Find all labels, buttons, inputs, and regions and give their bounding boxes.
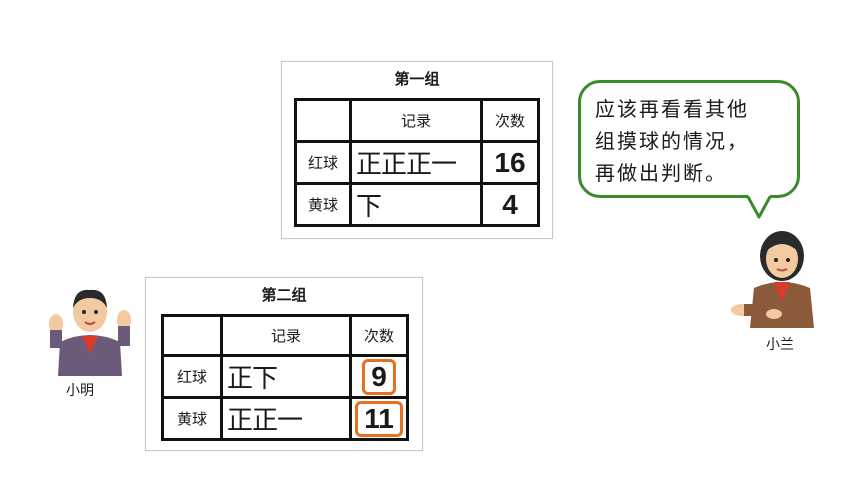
row-label: 黄球 xyxy=(294,182,352,227)
group2-title: 第二组 xyxy=(261,286,307,304)
group1-table: 记录 次数 红球 正正正一 16 黄球 下 4 xyxy=(294,98,540,227)
table-row: 红球 正下 9 xyxy=(161,354,409,399)
speech-bubble: 应该再看看其他 组摸球的情况， 再做出判断。 xyxy=(578,80,800,198)
group2-header-blank xyxy=(161,314,223,357)
row-label: 红球 xyxy=(161,354,223,399)
speech-line: 组摸球的情况， xyxy=(595,129,749,153)
tally-record: 正下 xyxy=(220,354,352,399)
table-row: 红球 正正正一 16 xyxy=(294,140,540,185)
speech-bubble-tail xyxy=(745,193,773,219)
girl-name: 小兰 xyxy=(766,337,794,353)
highlighted-count: 9 xyxy=(362,358,396,395)
count-cell: 11 xyxy=(349,396,409,441)
speech-line: 再做出判断。 xyxy=(595,161,727,185)
tally-count: 4 xyxy=(480,182,540,227)
boy-character-illustration xyxy=(49,289,131,376)
group1-header-count: 次数 xyxy=(480,98,540,143)
count-cell: 9 xyxy=(349,354,409,399)
group1-header-record: 记录 xyxy=(349,98,483,143)
row-label: 黄球 xyxy=(161,396,223,441)
group1-title: 第一组 xyxy=(394,70,440,88)
girl-character-illustration xyxy=(731,231,814,328)
tally-record: 下 xyxy=(349,182,483,227)
group1-header-blank xyxy=(294,98,352,143)
highlighted-count: 11 xyxy=(355,400,403,437)
group2-header-record: 记录 xyxy=(220,314,352,357)
tally-count: 16 xyxy=(480,140,540,185)
group2-table: 记录 次数 红球 正下 9 黄球 正正一 11 xyxy=(161,314,409,441)
group2-header-count: 次数 xyxy=(349,314,409,357)
table-row: 黄球 下 4 xyxy=(294,182,540,227)
speech-line: 应该再看看其他 xyxy=(595,97,749,121)
group2-card: 第二组 记录 次数 红球 正下 9 黄球 正正一 11 xyxy=(145,277,423,451)
tally-record: 正正一 xyxy=(220,396,352,441)
tally-record: 正正正一 xyxy=(349,140,483,185)
table-row: 黄球 正正一 11 xyxy=(161,396,409,441)
row-label: 红球 xyxy=(294,140,352,185)
group1-card: 第一组 记录 次数 红球 正正正一 16 黄球 下 4 xyxy=(281,61,553,239)
boy-name: 小明 xyxy=(66,383,94,399)
